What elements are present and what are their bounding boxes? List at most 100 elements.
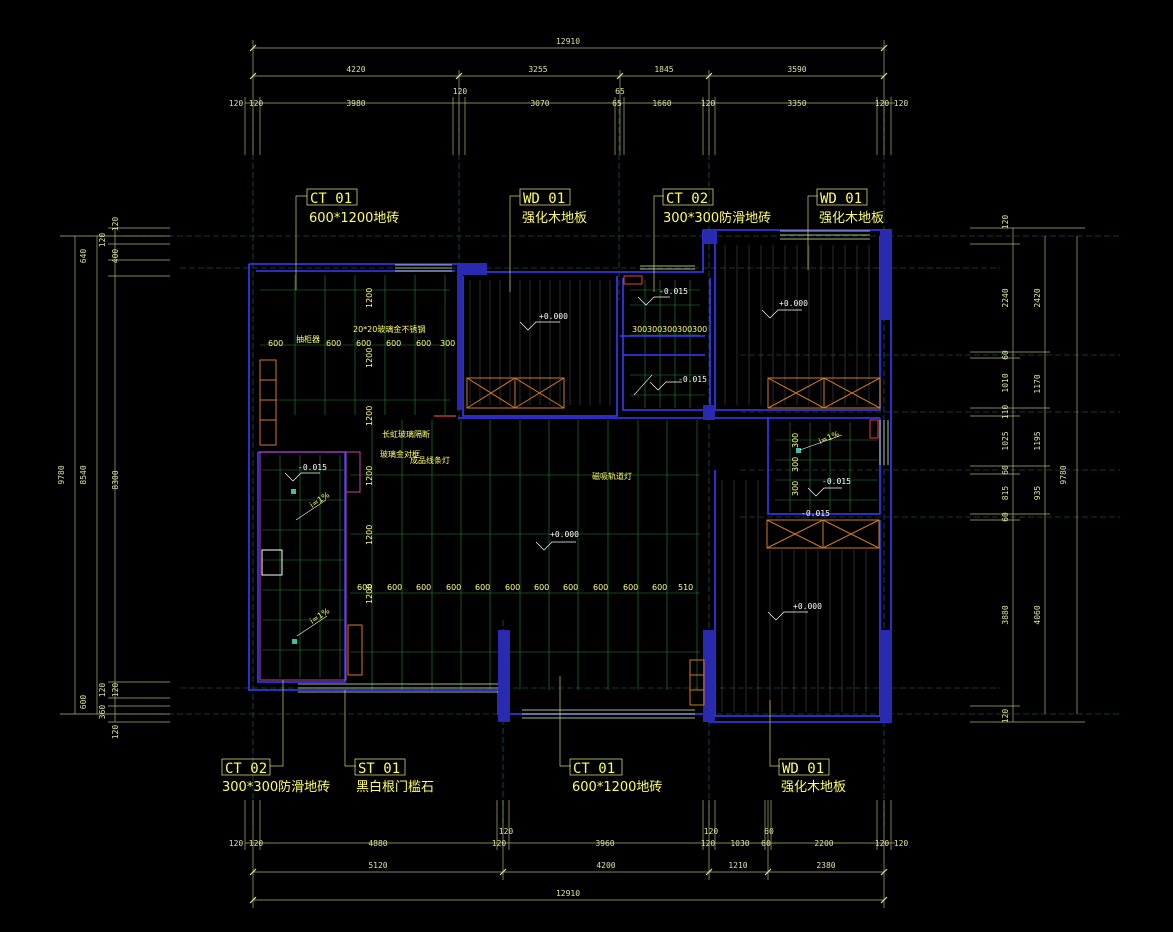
tile-dim: 600 <box>534 583 549 592</box>
tag-wd01-code: WD 01 <box>523 191 565 207</box>
dim-right-col1: 1025 <box>1001 431 1010 450</box>
dim-bottom-row2: 5120 <box>368 861 387 870</box>
tile-dims-top: 600 600 600 600 600 300 <box>268 339 455 348</box>
tile-dims-col: 1200 1200 1200 1200 1200 1200 300 300 30… <box>365 288 800 604</box>
tag-ct01-code: CT 01 <box>310 191 352 207</box>
tag-st01-code: ST 01 <box>358 761 400 777</box>
dimension-lines <box>60 40 1085 908</box>
partition-note: 长虹玻璃隔断 <box>382 429 430 439</box>
tile-dim: 600 <box>652 583 667 592</box>
dim-left-bottom: 120 <box>111 725 120 740</box>
dim-bottom-row2: 4200 <box>596 861 615 870</box>
dim-top-row3: 120 <box>875 99 890 108</box>
tag-ct02-desc: 300*300防滑地砖 <box>663 210 771 226</box>
tile-dim: 600 <box>386 339 401 348</box>
dim-bottom-row1: 60 <box>764 827 774 836</box>
level-marker-symbols <box>284 296 842 621</box>
dim-top-row2: 3590 <box>787 65 806 74</box>
tile-dim: 300 <box>662 325 677 334</box>
partition-note: 玻璃金对框 <box>380 449 420 459</box>
dim-right-col1: 110 <box>1001 405 1010 420</box>
dim-right-col1: 120 <box>1001 709 1010 724</box>
tile-dim: 300 <box>677 325 692 334</box>
level-label: +0.000 <box>793 602 822 611</box>
tag-ct01-code: CT 01 <box>573 761 615 777</box>
tile-dim: 600 <box>593 583 608 592</box>
tag-ct02-code: CT 02 <box>225 761 267 777</box>
plan-notes: 抽柜器 20*20玻璃金不锈钢 长虹玻璃隔断 玻璃金对框 成品线条灯 磁吸轨道灯 <box>296 324 632 481</box>
dim-top-row3: 3980 <box>346 99 365 108</box>
level-label: +0.000 <box>779 299 808 308</box>
dim-right-overall: 9780 <box>1059 465 1068 484</box>
wood-floor-hatch <box>469 245 870 712</box>
dim-left-bottom: 120 <box>98 683 107 698</box>
tag-boxes <box>221 188 868 776</box>
tile-dim: 300 <box>791 457 800 472</box>
living-tile-grid <box>260 275 700 690</box>
tag-wd01-code: WD 01 <box>782 761 824 777</box>
dim-left-top: 120 <box>111 217 120 232</box>
dim-top-row3: 120 <box>249 99 264 108</box>
tile-dim: 300 <box>632 325 647 334</box>
level-label: -0.015 <box>298 463 327 472</box>
level-label: +0.000 <box>550 530 579 539</box>
tile-dim: 1200 <box>365 525 374 545</box>
tile-dim: 300 <box>647 325 662 334</box>
tag-wd01-desc: 强化木地板 <box>819 211 884 226</box>
tile-dim: 600 <box>357 583 372 592</box>
dim-bottom-row1: 120 <box>701 839 716 848</box>
dim-right-col1: 60 <box>1001 465 1010 475</box>
material-tags: CT 01 600*1200地砖 WD 01 强化木地板 CT 02 300*3… <box>222 191 884 795</box>
dim-bottom-row1: 120 <box>249 839 264 848</box>
axis-lines <box>60 100 1120 830</box>
dim-right-col1: 2240 <box>1001 288 1010 307</box>
dim-bottom-row1: 120 <box>704 827 719 836</box>
tile-dims-mid: 600 600 600 600 600 600 600 600 600 600 … <box>357 583 693 592</box>
tile-dims-bath: 300 300 300 300 300 <box>632 325 707 334</box>
dim-right-col1: 1010 <box>1001 373 1010 392</box>
tile-dim: 1200 <box>365 406 374 426</box>
dim-bottom-row1: 120 <box>229 839 244 848</box>
dim-top-row3: 120 <box>229 99 244 108</box>
dim-top-row3: 3070 <box>530 99 549 108</box>
level-label: -0.015 <box>822 477 851 486</box>
tag-ct02-desc: 300*300防滑地砖 <box>222 779 330 795</box>
bath-fixtures <box>259 275 879 681</box>
tile-dim: 1200 <box>365 348 374 368</box>
dim-left-bottom: 360 <box>98 705 107 720</box>
dims-left: 9780 8540 8300 640 120 400 120 600 120 3… <box>57 217 120 740</box>
dim-bottom-row2: 1210 <box>728 861 747 870</box>
dim-top-row3: 1660 <box>652 99 671 108</box>
dim-bottom-row1: 4880 <box>368 839 387 848</box>
slope-label: i=1% <box>817 429 841 446</box>
tile-dim: 300 <box>791 481 800 496</box>
tag-ct02-code: CT 02 <box>666 191 708 207</box>
dim-bottom-row1: 60 <box>761 839 771 848</box>
level-label: -0.015 <box>801 509 830 518</box>
tile-dim: 600 <box>623 583 638 592</box>
dim-top-row3: 65 <box>612 99 622 108</box>
dim-left-bottom: 600 <box>79 695 88 710</box>
dim-right-col1: 60 <box>1001 350 1010 360</box>
dim-bottom-row1: 120 <box>492 839 507 848</box>
dim-bottom-row1: 2200 <box>814 839 833 848</box>
trim-note: 20*20玻璃金不锈钢 <box>353 324 425 334</box>
dim-right-col2: 4060 <box>1033 605 1042 624</box>
tile-dim: 600 <box>356 339 371 348</box>
dim-right-col2: 2420 <box>1033 288 1042 307</box>
dim-left-top: 400 <box>111 249 120 264</box>
tile-dim: 1200 <box>365 466 374 486</box>
tile-dim: 600 <box>416 339 431 348</box>
dimension-ticks <box>249 44 888 904</box>
dim-bottom-overall: 12910 <box>556 889 580 898</box>
dim-right-col1: 60 <box>1001 512 1010 522</box>
tile-dim: 600 <box>387 583 402 592</box>
dim-top-row3: 120 <box>701 99 716 108</box>
dim-bottom-row1: 120 <box>499 827 514 836</box>
tile-dim: 300 <box>791 433 800 448</box>
tag-st01-desc: 黑白根门槛石 <box>356 779 434 795</box>
dim-bottom-row2: 2380 <box>816 861 835 870</box>
dim-top-row2: 4220 <box>346 65 365 74</box>
tag-ct01-desc: 600*1200地砖 <box>572 780 662 795</box>
